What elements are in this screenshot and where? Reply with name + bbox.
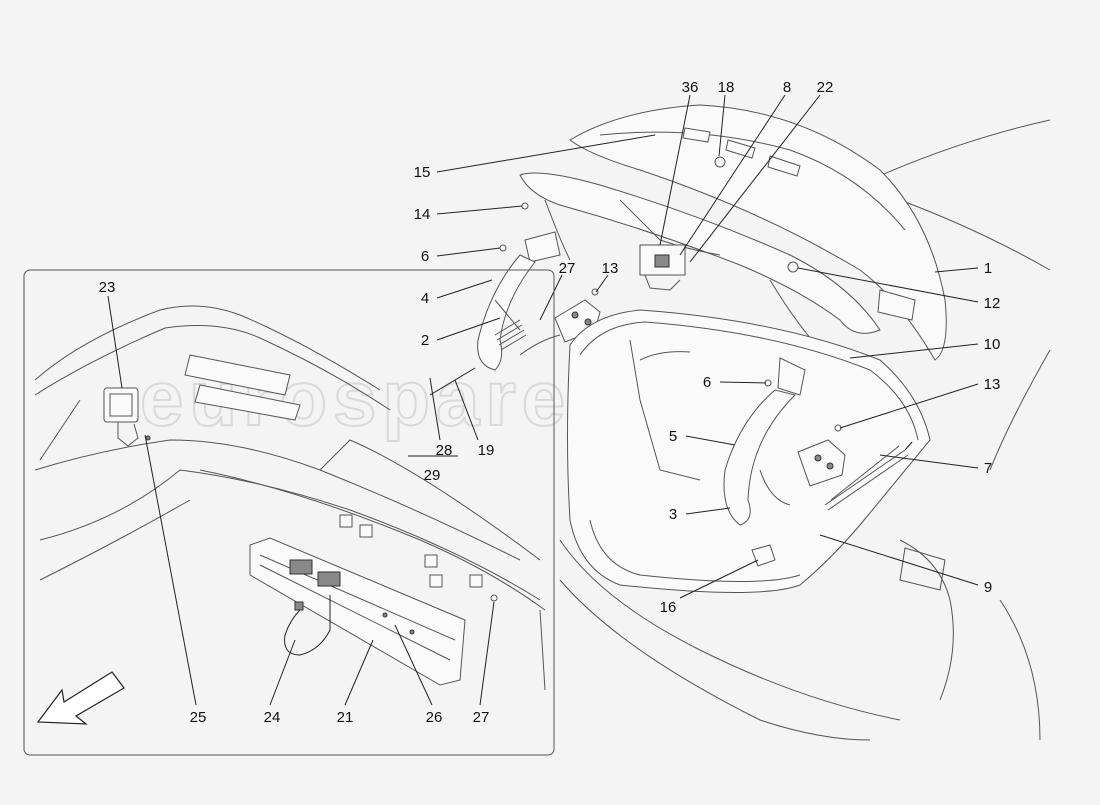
arrow-down-left-icon	[36, 671, 125, 725]
callout-27: 27	[559, 260, 576, 277]
callout-18: 19	[478, 442, 495, 459]
callout-2: 2	[421, 332, 429, 349]
rear-bumper	[34, 305, 546, 691]
callout-21: 21	[337, 709, 354, 726]
detail-inset-frame	[23, 269, 555, 756]
callout-7: 7	[984, 460, 992, 477]
bump-stop	[714, 156, 799, 273]
callout-24: 25	[190, 709, 207, 726]
gas-spring-right	[824, 441, 913, 511]
callout-17: 18	[718, 79, 735, 96]
callout-23: 24	[264, 709, 281, 726]
fastener	[490, 594, 498, 602]
callout-16: 16	[660, 599, 677, 616]
callout-25: 26	[426, 709, 443, 726]
callout-3: 3	[669, 506, 677, 523]
car-body-outline	[559, 119, 1051, 741]
callout-22: 23	[99, 279, 116, 296]
callout-5: 5	[669, 428, 677, 445]
boot-lid	[569, 104, 947, 361]
callout-14: 14	[414, 206, 431, 223]
callout-19: 22	[817, 79, 834, 96]
fastener	[499, 244, 507, 252]
boot-lid-lock	[639, 244, 686, 291]
number-plate-light-bracket	[249, 537, 466, 686]
leader-lines	[408, 94, 979, 599]
callout-4: 4	[421, 290, 429, 307]
leader-lines-inset	[107, 295, 495, 706]
callout-12: 12	[984, 295, 1001, 312]
boot-release-switch	[103, 387, 151, 447]
callout-9: 9	[984, 579, 992, 596]
hinge-right	[797, 439, 846, 487]
callout-36: 36	[682, 79, 699, 96]
callout-28: 28	[436, 442, 453, 459]
hinge-arm-left	[477, 231, 561, 371]
callout-8: 8	[783, 79, 791, 96]
callout-26: 27	[473, 709, 490, 726]
callout-15: 15	[414, 164, 431, 181]
callout-6: 6	[421, 248, 429, 265]
wiring-harness	[284, 595, 331, 656]
callout-13b: 13	[984, 376, 1001, 393]
fastener	[521, 202, 529, 210]
callout-13: 13	[602, 260, 619, 277]
callout-10: 10	[984, 336, 1001, 353]
callout-6b: 6	[703, 374, 711, 391]
hinge-arm-right	[723, 357, 806, 526]
callout-29: 29	[424, 467, 441, 484]
gas-spring-left	[429, 319, 527, 396]
callout-1: 1	[984, 260, 992, 277]
